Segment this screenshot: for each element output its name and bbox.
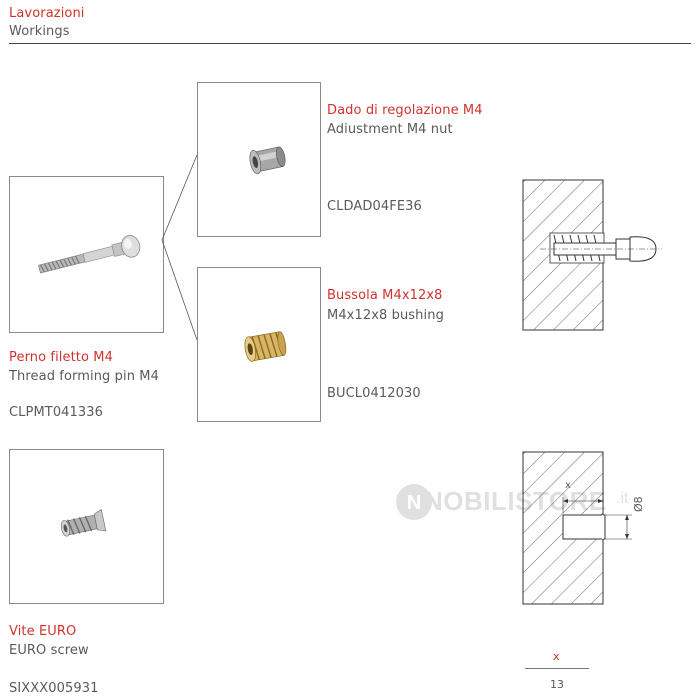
nut-photo-frame	[197, 82, 321, 237]
pin-name-it: Perno filetto M4	[9, 350, 113, 365]
watermark-logo-icon: N	[396, 484, 432, 520]
header-divider	[9, 43, 691, 44]
bushing-name-it: Bussola M4x12x8	[327, 288, 443, 303]
watermark-suffix: .it	[616, 490, 629, 507]
drilling-section-drawing	[522, 451, 632, 605]
svg-text:N: N	[407, 492, 421, 514]
thread-pin-image	[38, 235, 141, 274]
euro-screw-image	[60, 509, 107, 537]
pin-photo-frame	[9, 176, 164, 333]
pin-code: CLPMT041336	[9, 405, 104, 420]
bushing-photo-frame	[197, 267, 321, 422]
depth-legend-rule	[525, 668, 589, 669]
section-title: Lavorazioni	[9, 6, 85, 21]
nut-code: CLDAD04FE36	[327, 199, 422, 214]
nut-name-en: Adiustment M4 nut	[327, 122, 453, 137]
pin-name-en: Thread forming pin M4	[9, 369, 159, 384]
screw-photo-frame	[9, 449, 164, 604]
assembly-section-drawing	[522, 179, 662, 331]
adjustment-nut-image	[249, 146, 286, 175]
brass-bushing-image	[244, 331, 287, 362]
drill-depth-var: x	[565, 480, 571, 491]
bushing-name-en: M4x12x8 bushing	[327, 308, 444, 323]
bushing-code: BUCL0412030	[327, 386, 421, 401]
screw-code: SIXXX005931	[9, 681, 99, 696]
depth-legend-value: 13	[550, 678, 564, 691]
nut-name-it: Dado di regolazione M4	[327, 103, 483, 118]
drill-diameter-label: Ø8	[632, 496, 645, 512]
screw-name-it: Vite EURO	[9, 624, 77, 639]
depth-legend-label: x	[553, 650, 560, 663]
section-subtitle: Workings	[9, 24, 70, 39]
screw-name-en: EURO screw	[9, 643, 89, 658]
